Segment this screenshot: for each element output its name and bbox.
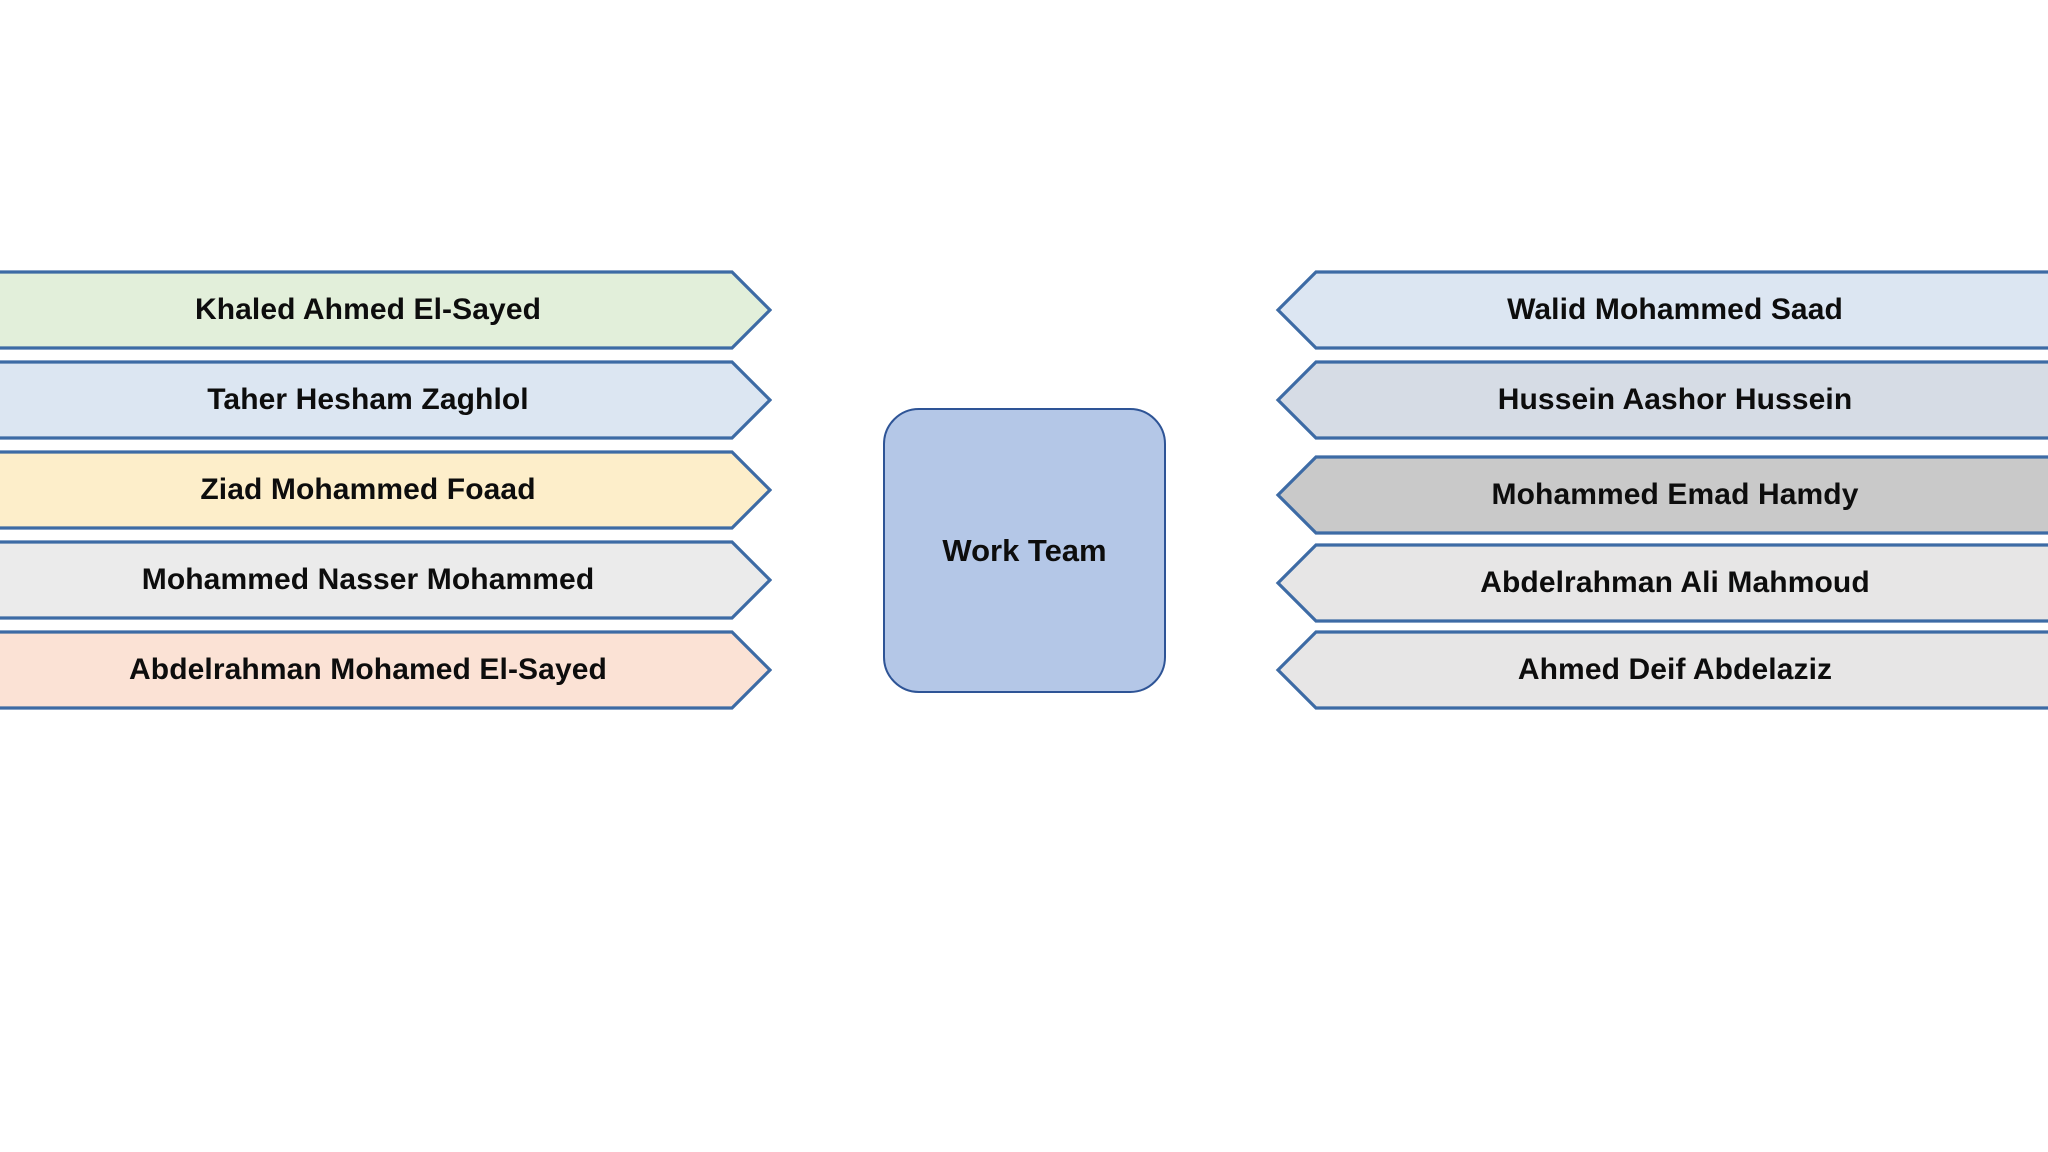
chevron-label: Taher Hesham Zaghlol bbox=[207, 383, 529, 416]
chevron-left-shape-icon bbox=[1275, 360, 2048, 440]
chevron-label: Mohammed Emad Hamdy bbox=[1491, 478, 1859, 511]
chevron-right-shape-icon bbox=[0, 630, 772, 710]
chevron-left-shape-icon bbox=[1275, 455, 2048, 535]
chevron-left-5[interactable]: Abdelrahman Mohamed El-Sayed bbox=[0, 630, 772, 710]
chevron-left-4[interactable]: Mohammed Nasser Mohammed bbox=[0, 540, 772, 620]
chevron-label: Ziad Mohammed Foaad bbox=[200, 473, 536, 506]
chevron-right-5[interactable]: Ahmed Deif Abdelaziz bbox=[1274, 630, 2048, 710]
chevron-left-shape-icon bbox=[1275, 543, 2048, 623]
center-node-label: Work Team bbox=[942, 532, 1107, 568]
chevron-label: Hussein Aashor Hussein bbox=[1497, 383, 1853, 416]
chevron-left-shape-icon bbox=[1275, 270, 2048, 350]
chevron-right-2[interactable]: Hussein Aashor Hussein bbox=[1274, 360, 2048, 440]
chevron-left-1[interactable]: Khaled Ahmed El-Sayed bbox=[0, 270, 772, 350]
chevron-label: Abdelrahman Mohamed El-Sayed bbox=[129, 653, 607, 686]
chevron-right-3[interactable]: Mohammed Emad Hamdy bbox=[1274, 455, 2048, 535]
chevron-label: Khaled Ahmed El-Sayed bbox=[194, 293, 542, 326]
chevron-label: Abdelrahman Ali Mahmoud bbox=[1480, 566, 1870, 599]
chevron-left-3[interactable]: Ziad Mohammed Foaad bbox=[0, 450, 772, 530]
chevron-left-shape-icon bbox=[1275, 630, 2048, 710]
chevron-right-shape-icon bbox=[0, 360, 772, 440]
chevron-right-4[interactable]: Abdelrahman Ali Mahmoud bbox=[1274, 543, 2048, 623]
chevron-right-shape-icon bbox=[0, 540, 772, 620]
chevron-label: Ahmed Deif Abdelaziz bbox=[1517, 653, 1833, 686]
center-node-work-team[interactable]: Work Team bbox=[883, 408, 1166, 693]
chevron-right-shape-icon bbox=[0, 450, 772, 530]
chevron-right-shape-icon bbox=[0, 270, 772, 350]
chevron-label: Mohammed Nasser Mohammed bbox=[141, 563, 595, 596]
chevron-left-2[interactable]: Taher Hesham Zaghlol bbox=[0, 360, 772, 440]
chevron-label: Walid Mohammed Saad bbox=[1507, 293, 1843, 326]
chevron-right-1[interactable]: Walid Mohammed Saad bbox=[1274, 270, 2048, 350]
